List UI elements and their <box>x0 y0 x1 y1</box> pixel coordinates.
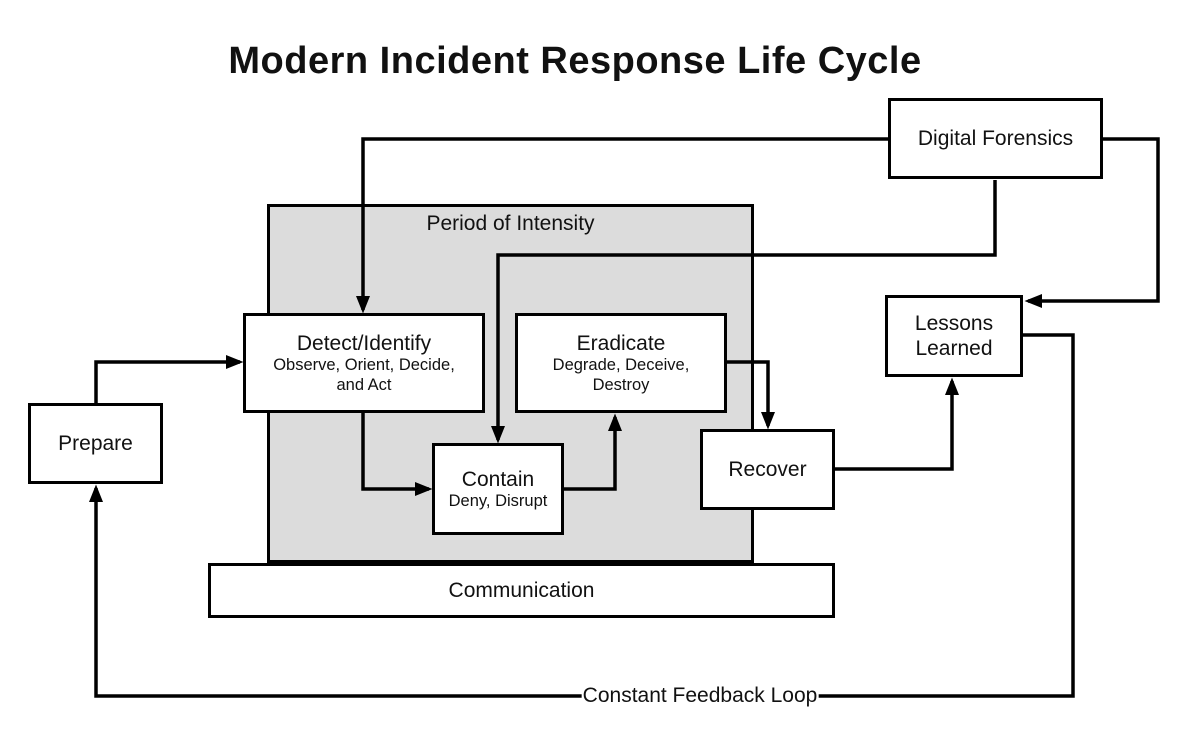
digital-forensics-label: Digital Forensics <box>917 126 1074 150</box>
recover-box: Recover <box>700 429 835 510</box>
arrow-recover-to-lessons <box>835 377 959 471</box>
eradicate-box: Eradicate Degrade, Deceive, Destroy <box>515 313 727 413</box>
detect-identify-sublabel: Observe, Orient, Decide, and Act <box>273 356 455 394</box>
eradicate-label: Eradicate <box>576 331 666 355</box>
arrow-forensics-to-contain <box>491 180 997 444</box>
arrow-prepare-to-detect <box>94 355 244 403</box>
arrow-detect-to-contain <box>361 413 433 496</box>
eradicate-sublabel: Degrade, Deceive, Destroy <box>552 356 690 394</box>
arrow-forensics-to-lessons <box>1024 137 1160 308</box>
page-title: Modern Incident Response Life Cycle <box>228 40 922 82</box>
detect-identify-box: Detect/Identify Observe, Orient, Decide,… <box>243 313 485 413</box>
contain-label: Contain <box>461 467 535 491</box>
arrow-feedback-loop <box>89 333 1075 698</box>
arrow-forensics-to-detect <box>356 137 888 314</box>
arrow-contain-to-eradicate <box>564 413 622 491</box>
contain-sublabel: Deny, Disrupt <box>448 491 548 510</box>
lessons-learned-box: Lessons Learned <box>885 295 1023 377</box>
communication-label: Communication <box>448 578 595 602</box>
communication-bar: Communication <box>208 563 835 618</box>
prepare-box: Prepare <box>28 403 163 484</box>
period-of-intensity-label: Period of Intensity <box>426 212 595 235</box>
digital-forensics-box: Digital Forensics <box>888 98 1103 179</box>
arrow-eradicate-to-recover <box>727 360 775 430</box>
detect-identify-label: Detect/Identify <box>296 331 432 355</box>
constant-feedback-loop-label: Constant Feedback Loop <box>581 684 819 708</box>
contain-box: Contain Deny, Disrupt <box>432 443 564 535</box>
prepare-label: Prepare <box>58 431 133 455</box>
recover-label: Recover <box>728 457 807 481</box>
lessons-learned-label: Lessons Learned <box>914 311 994 360</box>
